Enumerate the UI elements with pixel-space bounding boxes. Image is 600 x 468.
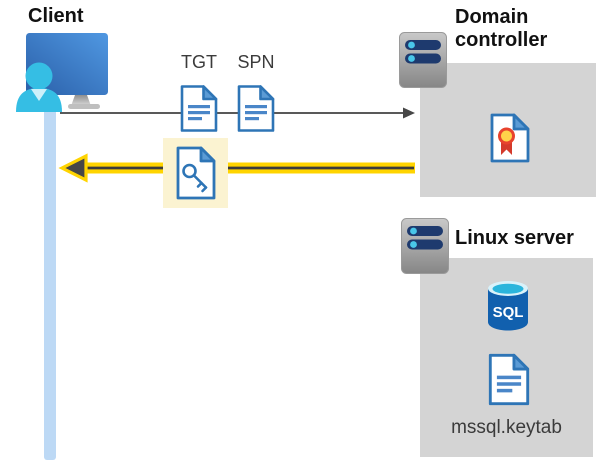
ticket-request-arrow: [60, 107, 415, 119]
keytab-document-icon: [488, 353, 530, 406]
sql-database-icon: SQL: [488, 281, 528, 331]
tgt-document-icon: [180, 85, 218, 132]
client-lifeline: [44, 92, 56, 460]
tgt-label: TGT: [181, 52, 217, 72]
certificate-icon: [490, 113, 530, 163]
domain-controller-server-icon: [399, 32, 447, 88]
spn-label: SPN: [237, 52, 275, 72]
ticket-response-arrow: [58, 153, 415, 183]
client-user-monitor-icon: [16, 33, 108, 112]
spn-document-icon: [237, 85, 275, 132]
keytab-file-label: mssql.keytab: [451, 417, 562, 438]
domain-controller-label: Domain controller: [455, 6, 548, 51]
sql-badge-text: SQL: [493, 304, 524, 321]
client-label: Client: [28, 5, 84, 27]
key-document-icon: [176, 146, 216, 200]
linux-server-tower-icon: [401, 218, 449, 274]
linux-server-label: Linux server: [455, 227, 574, 249]
